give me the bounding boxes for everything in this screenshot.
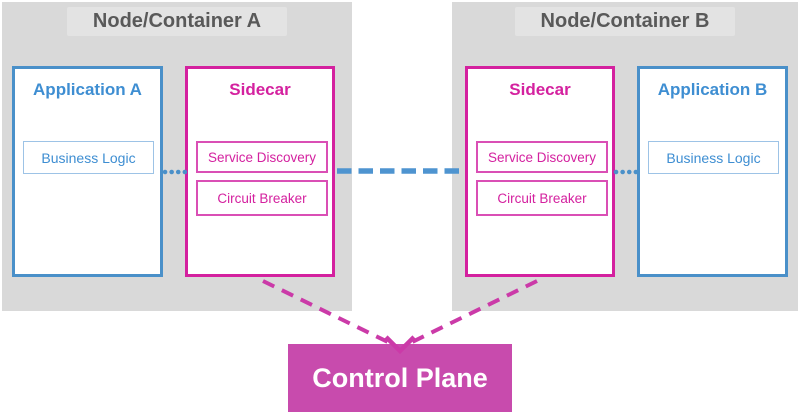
control-plane-label: Control Plane xyxy=(312,362,488,393)
sidecar-a-title: Sidecar xyxy=(229,80,291,99)
business-logic-b-box: Business Logic xyxy=(648,141,779,174)
circuit-breaker-b-box: Circuit Breaker xyxy=(476,180,608,216)
business-logic-a-box: Business Logic xyxy=(23,141,154,174)
service-discovery-a-box: Service Discovery xyxy=(196,141,328,173)
node-container-a-title: Node/Container A xyxy=(66,7,288,36)
circuit-breaker-a-box: Circuit Breaker xyxy=(196,180,328,216)
sidecar-b-title: Sidecar xyxy=(509,80,571,99)
service-discovery-b-box: Service Discovery xyxy=(476,141,608,173)
application-a-title: Application A xyxy=(33,80,142,99)
application-b-title: Application B xyxy=(657,80,768,99)
node-container-b-title-band: Node/Container B xyxy=(452,2,798,36)
node-container-a-title-band: Node/Container A xyxy=(2,2,352,36)
node-container-b-title: Node/Container B xyxy=(514,7,736,36)
control-plane-box: Control Plane xyxy=(288,344,512,412)
